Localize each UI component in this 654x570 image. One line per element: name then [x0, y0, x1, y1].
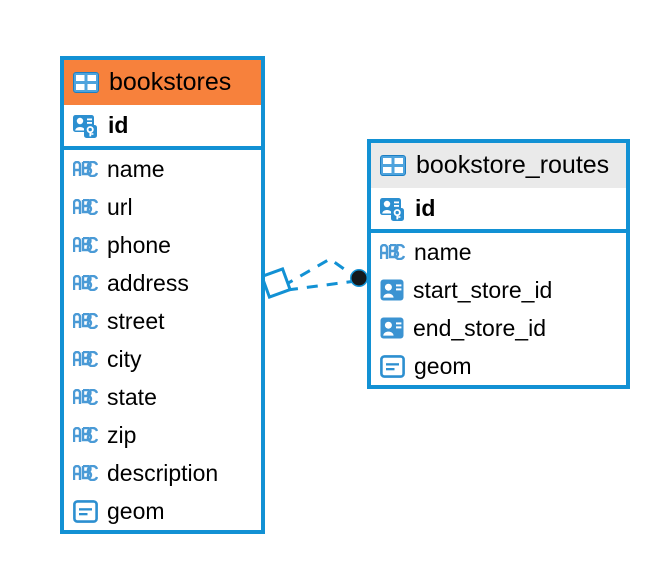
- relationship-line-end-store-id[interactable]: [286, 279, 357, 292]
- abc-text-icon: [72, 388, 99, 406]
- field-label-routes-geom: geom: [414, 352, 472, 379]
- field-row-end-store-id[interactable]: end_store_id: [371, 309, 626, 347]
- field-label-zip: zip: [107, 421, 137, 448]
- field-row-id[interactable]: id: [64, 105, 261, 150]
- table-icon: [73, 72, 99, 93]
- field-label-end-store-id: end_store_id: [413, 314, 546, 341]
- abc-text-icon: [72, 198, 99, 216]
- abc-text-icon: [72, 312, 99, 330]
- entity-title-bookstores: bookstores: [109, 68, 232, 96]
- field-row-start-store-id[interactable]: start_store_id: [371, 271, 626, 309]
- entity-header-bookstore-routes[interactable]: bookstore_routes: [371, 143, 626, 188]
- foreign-key-icon: [380, 278, 404, 302]
- primary-key-icon: [73, 113, 99, 139]
- field-row-geom[interactable]: geom: [64, 492, 261, 530]
- field-row-name[interactable]: name: [64, 150, 261, 188]
- field-row-routes-id[interactable]: id: [371, 188, 626, 233]
- field-label-description: description: [107, 459, 219, 486]
- field-row-url[interactable]: url: [64, 188, 261, 226]
- entity-header-bookstores[interactable]: bookstores: [64, 60, 261, 105]
- primary-key-icon: [380, 196, 406, 222]
- field-row-street[interactable]: street: [64, 302, 261, 340]
- rhombus-marker-icon: [259, 266, 293, 300]
- field-row-city[interactable]: city: [64, 340, 261, 378]
- geometry-icon: [73, 499, 98, 523]
- entity-title-bookstore-routes: bookstore_routes: [416, 151, 610, 179]
- abc-text-icon: [72, 236, 99, 254]
- field-label-state: state: [107, 383, 157, 410]
- field-label-city: city: [107, 345, 142, 372]
- field-label-geom: geom: [107, 497, 165, 524]
- field-label-name: name: [107, 155, 165, 182]
- field-row-zip[interactable]: zip: [64, 416, 261, 454]
- abc-text-icon: [72, 464, 99, 482]
- entity-bookstore-routes[interactable]: bookstore_routes id: [367, 139, 630, 389]
- field-label-start-store-id: start_store_id: [413, 276, 553, 303]
- field-row-routes-name[interactable]: name: [371, 233, 626, 271]
- field-label-address: address: [107, 269, 189, 296]
- field-row-routes-geom[interactable]: geom: [371, 347, 626, 385]
- field-label-routes-id: id: [415, 195, 436, 221]
- field-row-description[interactable]: description: [64, 454, 261, 492]
- field-row-address[interactable]: address: [64, 264, 261, 302]
- relationship-line-start-store-id[interactable]: [282, 257, 359, 288]
- field-label-id: id: [108, 112, 129, 138]
- abc-text-icon: [72, 426, 99, 444]
- field-label-url: url: [107, 193, 133, 220]
- field-row-state[interactable]: state: [64, 378, 261, 416]
- field-label-routes-name: name: [414, 238, 472, 265]
- abc-text-icon: [72, 350, 99, 368]
- field-label-street: street: [107, 307, 165, 334]
- abc-text-icon: [379, 243, 406, 261]
- field-label-phone: phone: [107, 231, 171, 258]
- filled-dot-marker-icon: [350, 269, 368, 287]
- abc-text-icon: [72, 160, 99, 178]
- abc-text-icon: [72, 274, 99, 292]
- foreign-key-icon: [380, 316, 404, 340]
- geometry-icon: [380, 354, 405, 378]
- field-row-phone[interactable]: phone: [64, 226, 261, 264]
- entity-bookstores[interactable]: bookstores id: [60, 56, 265, 534]
- table-icon: [380, 155, 406, 176]
